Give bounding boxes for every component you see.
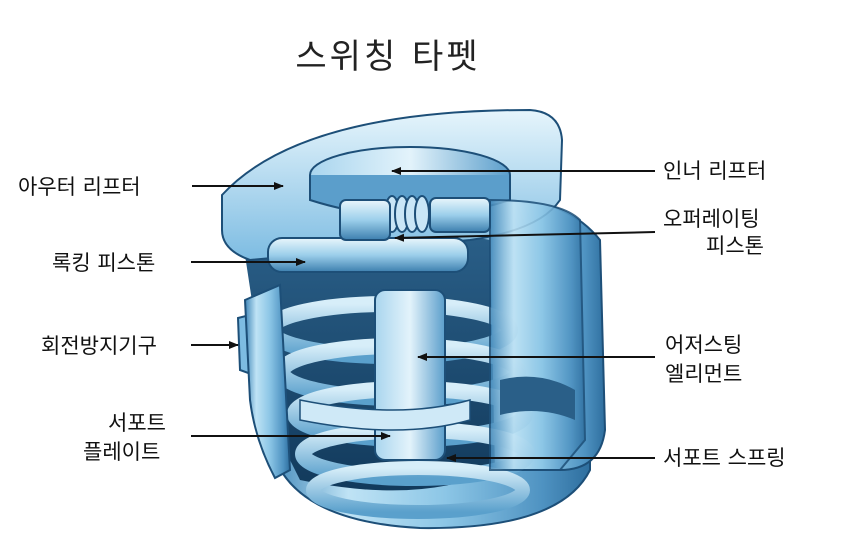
label-adjusting-element-line2: 엘리먼트 xyxy=(665,362,742,386)
label-inner-lifter: 인너 리프터 xyxy=(663,159,766,183)
label-operating-piston-line2: 피스톤 xyxy=(706,234,764,258)
label-support-plate-line1: 서포트 xyxy=(108,411,166,435)
callout-labels: 아우터 리프터 인너 리프터 록킹 피스톤 오퍼레이팅 피스톤 회전방지기구 어… xyxy=(18,159,786,470)
callout-arrows xyxy=(191,167,656,462)
label-operating-piston-line1: 오퍼레이팅 xyxy=(663,207,760,231)
tappet-illustration xyxy=(221,108,607,530)
label-anti-rotation: 회전방지기구 xyxy=(41,334,157,358)
label-support-spring: 서포트 스프링 xyxy=(663,446,786,470)
diagram-title: 스위칭 타펫 xyxy=(295,37,480,77)
label-support-plate-line2: 플레이트 xyxy=(83,440,160,464)
arrow-operating-piston xyxy=(394,231,656,242)
label-outer-lifter: 아우터 리프터 xyxy=(18,175,141,199)
label-adjusting-element-line1: 어저스팅 xyxy=(665,333,742,357)
label-locking-piston: 록킹 피스톤 xyxy=(52,251,155,275)
adjusting-element-shape xyxy=(374,289,446,461)
